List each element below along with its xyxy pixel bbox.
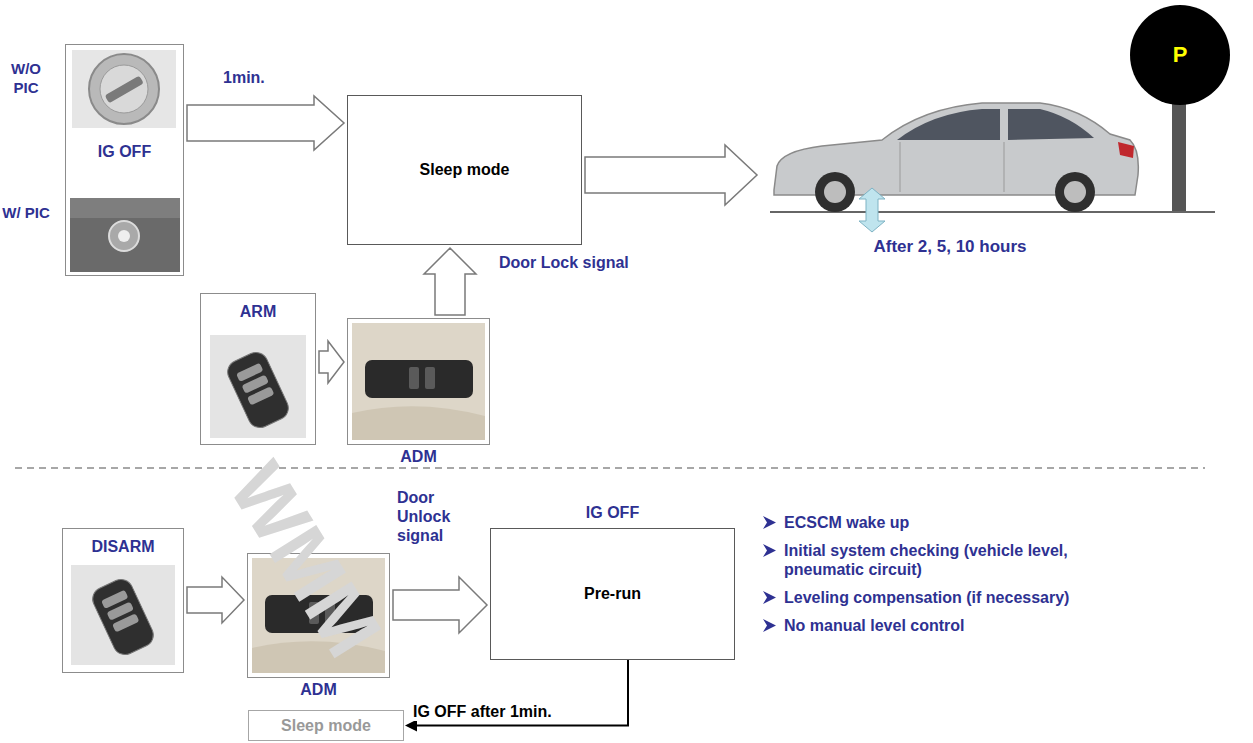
picture-part <box>210 335 306 438</box>
node-label: Sleep mode <box>420 160 510 179</box>
separator-line <box>15 467 1205 469</box>
side-label: W/O PIC <box>0 60 52 98</box>
bullet-text: No manual level control <box>784 616 1090 635</box>
bullet-item: No manual level control <box>760 616 1090 635</box>
picture-part <box>72 50 176 128</box>
node-label: ADM <box>300 680 336 699</box>
picture-part <box>89 575 157 658</box>
node-label: Sleep mode <box>281 716 371 735</box>
key-fob-frame: ARM <box>200 293 316 445</box>
state-box: Sleep mode <box>347 95 582 245</box>
picture-part <box>1064 181 1086 203</box>
node-label: After 2, 5, 10 hours <box>873 237 1026 257</box>
picture-part <box>247 386 274 405</box>
connector <box>187 96 344 150</box>
connector <box>405 660 628 732</box>
picture-part <box>1172 100 1186 212</box>
node-label: ADM <box>400 447 436 466</box>
connector-label: Door Lock signal <box>498 253 630 272</box>
picture-part <box>118 230 130 242</box>
arrowhead <box>405 720 417 732</box>
picture-part <box>70 198 180 218</box>
parked-car-picture <box>770 100 1215 232</box>
node-label: IG OFF <box>98 142 151 161</box>
picture-part <box>224 348 292 431</box>
connector <box>187 577 244 623</box>
ignition-key-picture <box>72 50 176 128</box>
picture-part <box>112 613 139 632</box>
picture-part <box>89 575 157 658</box>
node-label: Pre-run <box>584 584 641 603</box>
bullet-list: ECSCM wake up Initial system checking (ve… <box>760 513 1090 644</box>
picture-part <box>824 181 846 203</box>
side-label: W/ PIC <box>0 204 52 223</box>
start-button-picture <box>70 198 180 272</box>
connector <box>393 577 487 633</box>
connector-label: Door Unlock signal <box>396 488 468 546</box>
key-fob-frame: DISARM <box>62 528 184 673</box>
picture-part <box>100 65 148 113</box>
block-arrow <box>187 96 344 150</box>
parked-car-area: After 2, 5, 10 hours <box>760 80 1140 235</box>
connector <box>585 145 757 205</box>
node-label: P <box>1173 42 1188 68</box>
picture-part <box>897 109 1000 140</box>
picture-part <box>109 221 139 251</box>
bullet-arrow <box>762 618 777 633</box>
picture-part <box>425 367 435 389</box>
bullet-arrow-shape <box>763 544 776 557</box>
picture-part <box>89 54 159 124</box>
connector <box>319 341 344 383</box>
bullet-arrow <box>762 590 777 605</box>
bullet-arrow-shape <box>763 619 776 632</box>
bullet-item: ECSCM wake up <box>760 513 1090 532</box>
connector-label: IG OFF after 1min. <box>412 702 553 721</box>
node-label: ARM <box>240 302 276 321</box>
picture-part <box>70 198 180 272</box>
picture-part <box>859 188 885 232</box>
picture-part <box>409 367 419 389</box>
state-box: IG OFFPre-run <box>490 528 735 660</box>
picture-part <box>1118 142 1134 158</box>
door-module-frame: ADM <box>347 318 490 445</box>
block-arrow <box>393 577 487 633</box>
picture-part <box>1008 109 1094 140</box>
picture-part <box>365 360 473 398</box>
bullet-arrow <box>762 515 777 530</box>
bullet-arrow-shape <box>763 591 776 604</box>
parking-sign: P <box>1130 5 1230 105</box>
picture-part <box>900 142 901 192</box>
connector-label: 1min. <box>222 68 266 87</box>
key-fob-picture <box>210 335 306 438</box>
picture-part <box>352 323 485 440</box>
bullet-text: ECSCM wake up <box>784 513 1090 532</box>
node-label: DISARM <box>91 537 154 556</box>
door-module-picture <box>352 323 485 440</box>
bullet-arrow <box>762 543 777 558</box>
block-arrow <box>319 341 344 383</box>
picture-part <box>105 76 144 104</box>
picture-part <box>815 172 855 212</box>
picture-part <box>352 406 485 440</box>
block-arrow <box>424 248 476 315</box>
connector <box>424 248 476 315</box>
bullet-text: Leveling compensation (if necessary) <box>784 588 1090 607</box>
key-fob-picture <box>71 565 175 665</box>
bullet-text: Initial system checking (vehicle level, … <box>784 541 1090 579</box>
picture-part <box>1004 142 1005 192</box>
ignition-frame: IG OFF <box>65 44 184 276</box>
bullet-item: Initial system checking (vehicle level, … <box>760 541 1090 579</box>
node-label: IG OFF <box>586 503 639 522</box>
block-arrow <box>187 577 244 623</box>
bullet-arrow-shape <box>763 516 776 529</box>
picture-part <box>71 565 175 665</box>
block-arrow <box>585 145 757 205</box>
state-box-greyed: Sleep mode <box>248 710 404 741</box>
picture-part <box>224 348 292 431</box>
picture-part <box>1055 172 1095 212</box>
bullet-item: Leveling compensation (if necessary) <box>760 588 1090 607</box>
